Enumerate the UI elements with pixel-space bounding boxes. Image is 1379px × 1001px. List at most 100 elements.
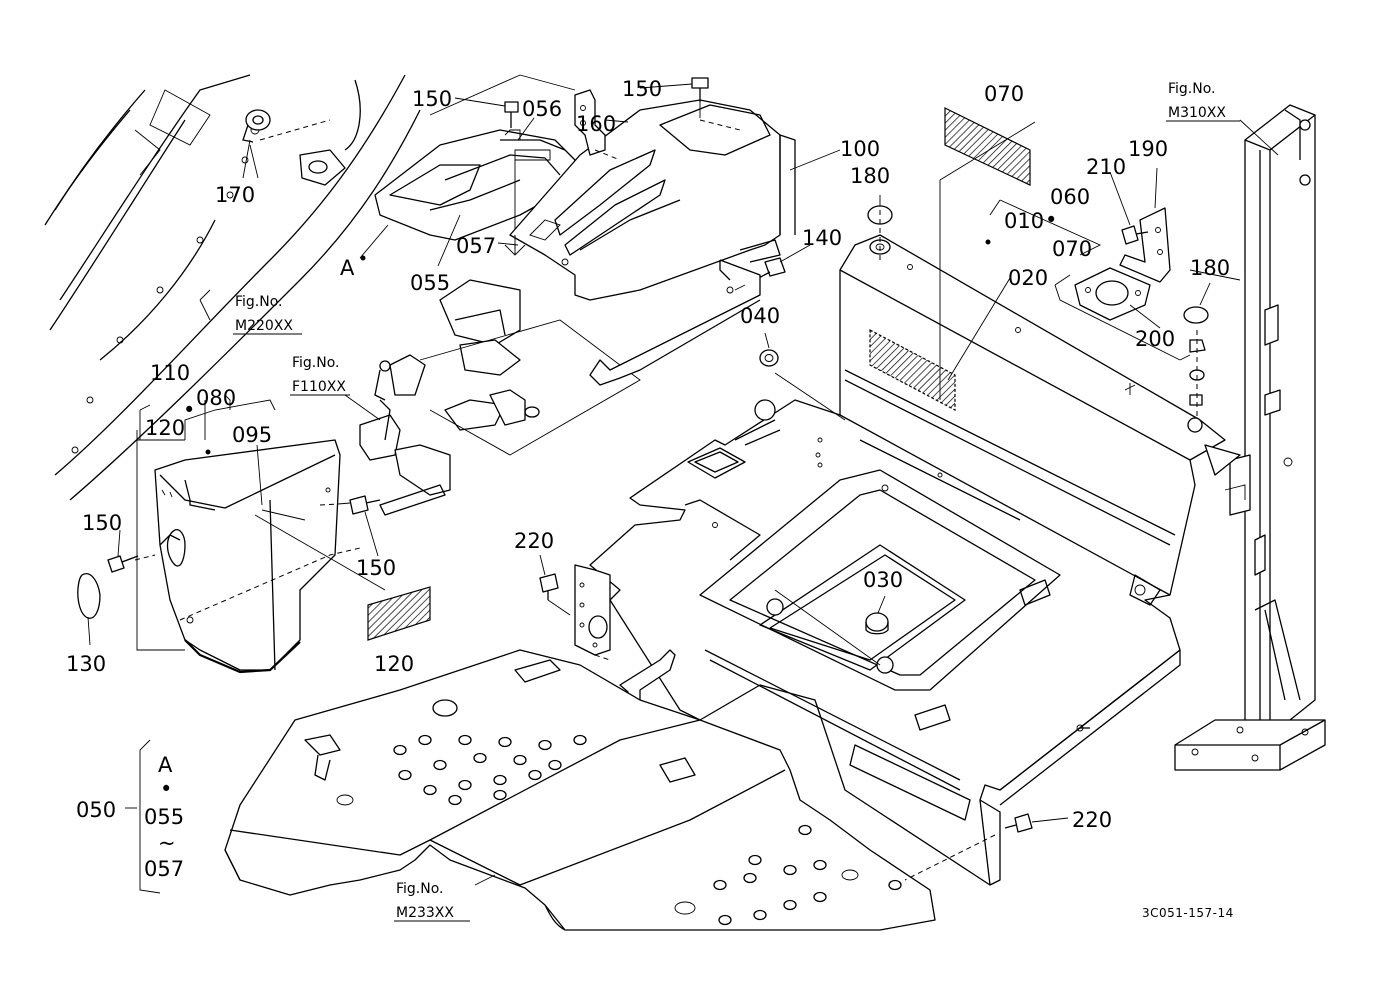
floor-hole [743,872,757,884]
label-dot-c: • [160,777,172,801]
floor-hole [473,752,487,764]
label-070-b: 070 [1052,237,1092,261]
labels: 150 056 160 150 100 170 A 055 057 180 14… [66,77,1240,922]
nut-040 [759,349,779,367]
floor-hole [458,779,472,791]
floor-hole [418,734,432,746]
label-100: 100 [840,137,880,161]
label-170: 170 [215,183,255,207]
floor-hole [813,891,827,903]
floor-hole [783,899,797,911]
floor-hole [528,769,542,781]
label-095: 095 [232,423,272,447]
dashed-guides [134,119,1198,881]
bolt-150-top [691,77,709,118]
floor-hole [713,879,727,891]
bolt-210 [1121,225,1149,245]
figref-m233-prefix: Fig.No. [396,881,444,897]
label-055: 055 [410,271,450,295]
floor-hole [513,754,527,766]
bracket-160 [574,89,606,156]
bolt-150-upper [504,101,519,128]
label-080: 080 [196,386,236,410]
label-050: 050 [76,798,116,822]
drawing-code: 3C051-157-14 [1142,906,1234,920]
label-130: 130 [66,652,106,676]
label-180-b: 180 [1190,256,1230,280]
bracket-190 [1119,207,1171,283]
label-010: 010 [1004,209,1044,233]
label-060: 060 [1050,185,1090,209]
figref-f110-prefix: Fig.No. [292,355,340,371]
label-tilde: ~ [158,831,176,855]
label-160: 160 [576,112,616,136]
side-cover-110 [154,439,341,674]
label-140: 140 [802,226,842,250]
floor-hole [493,789,507,801]
bolt-150-mid [337,495,381,515]
floor-hole [538,739,552,751]
label-210: 210 [1086,155,1126,179]
label-150-a: 150 [412,87,452,111]
label-dot-a: • [1045,208,1057,232]
floor-hole [458,734,472,746]
decal-070 [944,107,1031,186]
decal-020 [869,329,956,411]
lever-cover-100 [509,99,796,301]
label-190: 190 [1128,137,1168,161]
label-030: 030 [863,568,903,592]
label-180-a: 180 [850,164,890,188]
seat-rail [574,564,611,656]
label-120-a: 120 [145,416,185,440]
label-056: 056 [522,97,562,121]
label-220-a: 220 [514,529,554,553]
floor-hole [393,744,407,756]
figref-m310-prefix: Fig.No. [1168,81,1216,97]
figref-m233: M233XX [396,905,454,921]
label-150-b: 150 [622,77,662,101]
floor-hole [748,854,762,866]
label-057-group: 057 [144,857,184,881]
floor-hole [398,769,412,781]
floor-hole [433,759,447,771]
floor-hole [548,759,562,771]
floor-hole [498,736,512,748]
floor-hole [888,879,902,891]
figref-m310: M310XX [1168,105,1226,121]
figref-f110: F110XX [292,379,346,395]
rops-post-m310 [1174,104,1326,771]
label-220-b: 220 [1072,808,1112,832]
bolt-220-right [1004,813,1033,833]
label-057: 057 [456,234,496,258]
decal-120 [367,586,431,641]
label-120-b: 120 [374,652,414,676]
floor-hole [783,864,797,876]
label-070-a: 070 [984,82,1024,106]
label-020: 020 [1008,266,1048,290]
label-a-group: A [158,753,173,777]
bolt-170 [242,109,271,179]
label-055-group: 055 [144,805,184,829]
label-110: 110 [150,361,190,385]
floor-hole [573,734,587,746]
group-brackets [125,74,1191,894]
plug-030 [865,612,889,635]
floor-hole [493,774,507,786]
floor-holes [393,734,902,926]
plate-200 [1074,267,1151,321]
bolt-150-left [107,555,139,573]
mechanism-f110 [359,279,641,516]
floor-hole [718,914,732,926]
label-dot-b: • [183,398,195,422]
label-150-d: 150 [356,556,396,580]
floor-hole [423,784,437,796]
bolt-220-left [539,573,571,616]
label-150-c: 150 [82,511,122,535]
label-200: 200 [1135,327,1175,351]
figref-m220: M220XX [235,318,293,334]
fender-panel-m220 [44,74,421,501]
grommet-130 [77,573,101,619]
label-040: 040 [740,304,780,328]
bracket-plate [589,259,761,386]
